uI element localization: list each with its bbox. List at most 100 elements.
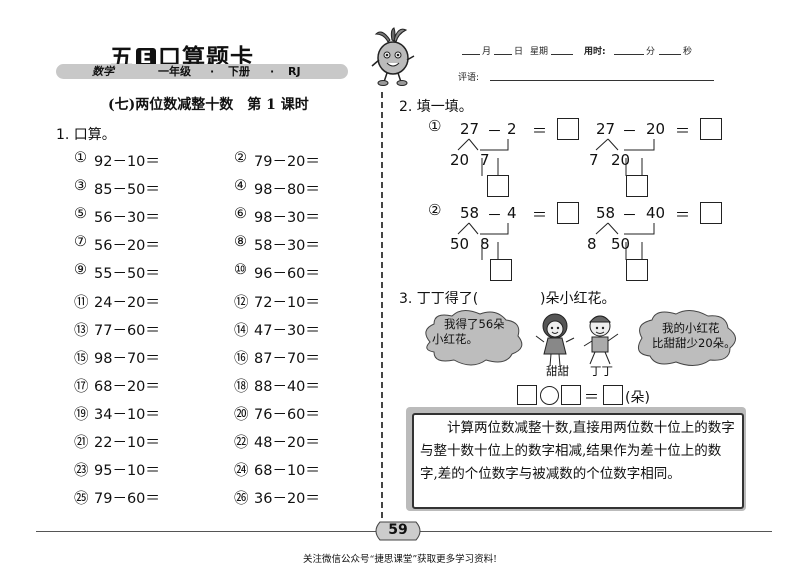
problem-index: ⑳ bbox=[234, 406, 249, 423]
cloud-left-line1: 我得了56朵 bbox=[444, 317, 505, 331]
problem-expression: 79－20＝ bbox=[254, 154, 320, 170]
lesson-title: (七)两位数减整十数 第 1 课时 bbox=[108, 97, 309, 113]
problem-expression: 47－30＝ bbox=[254, 322, 320, 339]
date-weekday: 星期 bbox=[530, 47, 549, 57]
problem-expression: 34－10＝ bbox=[94, 406, 160, 423]
problem-index: ⑤ bbox=[74, 206, 87, 223]
answer-box[interactable] bbox=[487, 175, 509, 197]
name-tiantian: 甜甜 bbox=[546, 364, 569, 378]
problem-index: ⑰ bbox=[74, 378, 89, 395]
problem-expression: 98－70＝ bbox=[94, 350, 160, 367]
problem-index: ㉓ bbox=[74, 463, 89, 480]
cloud-right-line2: 比甜甜少20朵。 bbox=[652, 336, 736, 350]
problem-expression: 98－80＝ bbox=[254, 182, 320, 199]
problem-expression: 92－10＝ bbox=[94, 154, 160, 170]
problem-expression: 56－30＝ bbox=[94, 210, 160, 227]
group-1-index: ① bbox=[428, 117, 442, 135]
problem-index: ③ bbox=[74, 178, 87, 195]
problem-index: ㉑ bbox=[74, 435, 89, 451]
section-1-label: 1. 口算。 bbox=[56, 127, 116, 143]
problem-expression: 48－20＝ bbox=[254, 435, 320, 451]
problem-expression: 98－30＝ bbox=[254, 210, 320, 227]
problem-expression: 68－20＝ bbox=[94, 378, 160, 395]
problem-expression: 72－10＝ bbox=[254, 294, 320, 311]
time-second: 秒 bbox=[683, 47, 693, 57]
answer-box[interactable] bbox=[700, 118, 722, 140]
method-tip-box: 计算两位数减整十数,直接用两位数十位上的数字与整十数十位上的数字相减,结果作为差… bbox=[412, 413, 744, 509]
review-label: 评语: bbox=[458, 73, 480, 83]
problem-index: ① bbox=[74, 150, 87, 166]
problem-index: ② bbox=[234, 150, 247, 166]
problem-expression: 96－60＝ bbox=[254, 266, 320, 283]
problem-index: ⑦ bbox=[74, 234, 87, 251]
cloud-right-line1: 我的小红花 bbox=[662, 321, 720, 335]
decompose-lines bbox=[595, 222, 655, 260]
answer-box[interactable] bbox=[700, 202, 722, 224]
radish-mascot-illustration bbox=[371, 27, 415, 86]
story-illustration bbox=[425, 310, 736, 367]
decompose-lines bbox=[457, 138, 509, 176]
problem-expression: 36－20＝ bbox=[254, 491, 320, 508]
problem-expression: 85－50＝ bbox=[94, 182, 160, 199]
problem-index: ㉕ bbox=[74, 491, 89, 508]
problem-index: ㉒ bbox=[234, 435, 249, 451]
volume-label: 下册 bbox=[228, 65, 250, 78]
problem-expression: 58－30＝ bbox=[254, 238, 320, 255]
footer-note: 关注微信公众号“捷思课堂”获取更多学习资料! bbox=[302, 554, 498, 565]
problem-expression: 77－60＝ bbox=[94, 322, 160, 339]
answer-box[interactable] bbox=[557, 118, 579, 140]
unit-label: (朵) bbox=[625, 390, 650, 406]
problem-index: ⑨ bbox=[74, 262, 87, 279]
page-number-badge bbox=[375, 521, 421, 541]
problem-index: ⑫ bbox=[234, 294, 249, 311]
time-used-label: 用时: bbox=[584, 47, 606, 57]
brand-e-mark: E bbox=[136, 48, 156, 68]
problem-expression: 56－20＝ bbox=[94, 238, 160, 255]
answer-box[interactable] bbox=[626, 259, 648, 281]
boy-dingding-illustration bbox=[583, 315, 619, 365]
problem-expression: 68－10＝ bbox=[254, 463, 320, 480]
decompose-lines bbox=[595, 138, 655, 176]
problem-index: ⑯ bbox=[234, 350, 249, 367]
edition-label: RJ bbox=[288, 65, 301, 78]
section-3-label-b: )朵小红花。 bbox=[540, 291, 616, 307]
problem-expression: 87－70＝ bbox=[254, 350, 320, 367]
section-3-label-a: 3. 丁丁得了( bbox=[399, 291, 479, 307]
problem-index: ⑭ bbox=[234, 322, 249, 339]
answer-box[interactable] bbox=[626, 175, 648, 197]
girl-tiantian-illustration bbox=[535, 313, 575, 367]
problem-index: ⑥ bbox=[234, 206, 247, 223]
problem-index: ⑮ bbox=[74, 350, 89, 367]
answer-box[interactable] bbox=[561, 385, 581, 405]
answer-box[interactable] bbox=[517, 385, 537, 405]
column-divider bbox=[381, 92, 383, 528]
problem-index: ⑪ bbox=[74, 294, 89, 311]
name-dingding: 丁丁 bbox=[590, 364, 613, 378]
subject-label: 数学 bbox=[92, 65, 114, 78]
answer-box[interactable] bbox=[490, 259, 512, 281]
answer-box[interactable] bbox=[557, 202, 579, 224]
problem-index: ⑬ bbox=[74, 322, 89, 339]
problem-index: ㉔ bbox=[234, 463, 249, 480]
problem-index: ⑩ bbox=[234, 262, 247, 279]
date-month: 月 bbox=[482, 47, 492, 57]
date-day: 日 bbox=[514, 47, 524, 57]
problem-expression: 24－20＝ bbox=[94, 294, 160, 311]
operator-circle[interactable] bbox=[540, 386, 559, 405]
page-number: 59 bbox=[388, 522, 408, 538]
problem-index: ⑧ bbox=[234, 234, 247, 251]
grade-label: 一年级 bbox=[158, 65, 191, 78]
problem-index: ⑲ bbox=[74, 406, 89, 423]
problem-index: ④ bbox=[234, 178, 247, 195]
problem-expression: 55－50＝ bbox=[94, 266, 160, 283]
answer-box[interactable] bbox=[603, 385, 623, 405]
problem-index: ㉖ bbox=[234, 491, 249, 508]
problem-expression: 95－10＝ bbox=[94, 463, 160, 480]
decompose-lines bbox=[457, 222, 509, 260]
time-minute: 分 bbox=[646, 47, 656, 57]
subject-bar: 数学 一年级 · 下册 · RJ bbox=[56, 64, 348, 79]
problem-expression: 22－10＝ bbox=[94, 435, 160, 451]
problem-expression: 76－60＝ bbox=[254, 406, 320, 423]
section-2-label: 2. 填一填。 bbox=[399, 99, 473, 115]
cloud-left-line2: 小红花。 bbox=[432, 332, 478, 346]
